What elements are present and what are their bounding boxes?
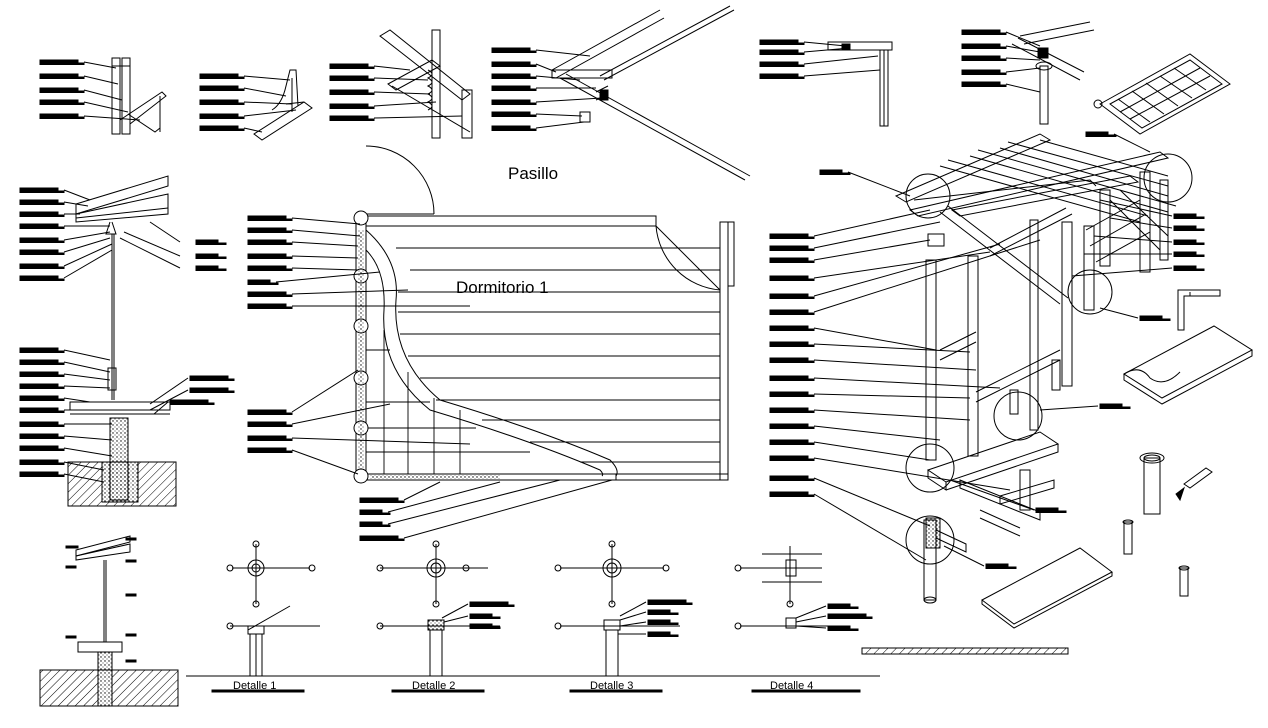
base-slab (981, 547, 1113, 629)
ground-hatch-strip (861, 647, 1069, 655)
detail-cross-beam-6 (1011, 21, 1095, 125)
detail-4-drawing (734, 546, 861, 693)
detail-rafter-spring-3-labels (329, 63, 463, 121)
detail-2-drawing (376, 540, 500, 693)
roof-section-left (67, 175, 177, 507)
column-pieces (1122, 452, 1213, 597)
corner-bracket-detail (1177, 289, 1221, 331)
room-label-bedroom: Dormitorio 1 (456, 278, 549, 297)
detail-1-drawing (211, 540, 320, 693)
detail-3-drawing (554, 540, 680, 693)
floor-panel-cutaway (1123, 325, 1253, 405)
detail-3-labels (618, 599, 693, 637)
detail-label-3: Detalle 3 (590, 680, 634, 692)
detail-roof-joint-4 (551, 5, 751, 181)
detail-label-4: Detalle 4 (770, 680, 814, 692)
detail-rafter-spring-3 (379, 29, 473, 139)
detail-4-labels (795, 603, 873, 631)
bedroom-plan-labels (247, 215, 613, 541)
detail-label-2: Detalle 2 (412, 680, 456, 692)
wall-section-lower (39, 535, 179, 707)
grid-panel (1093, 53, 1231, 135)
pergola-axonometric (894, 133, 1193, 604)
bedroom-plan (353, 145, 735, 484)
detail-bracket-2-labels (199, 73, 297, 133)
detail-cross-beam-6-labels (961, 29, 1041, 93)
detail-2-labels (441, 601, 515, 629)
roof-section-left-labels (19, 187, 235, 483)
detail-post-top-5-labels (759, 39, 881, 79)
pergola-labels (769, 131, 1205, 569)
room-label-hallway: Pasillo (508, 164, 559, 183)
detail-roof-joint-4-labels (491, 47, 603, 131)
detail-label-1: Detalle 1 (233, 680, 277, 692)
detail-post-beam-1-labels (39, 59, 141, 121)
wall-section-lower-labels (65, 537, 137, 663)
detail-post-top-5 (827, 41, 893, 127)
detail-post-beam-1 (111, 57, 167, 135)
detail-bracket-2 (253, 69, 313, 141)
